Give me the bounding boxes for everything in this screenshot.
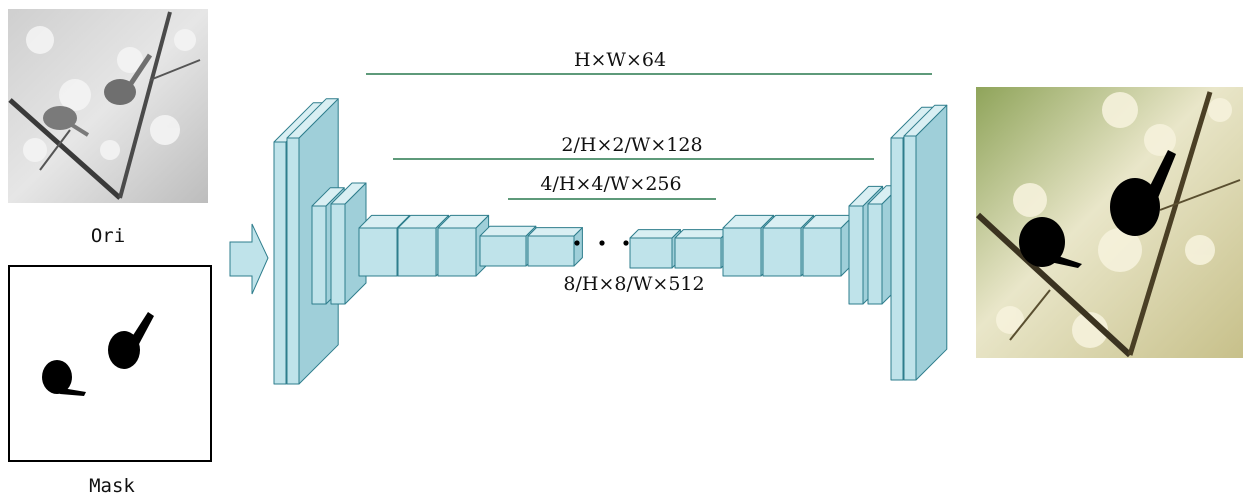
encoder-level2-map-b-front: [331, 204, 345, 304]
encoder-level4-map-b-front: [528, 236, 574, 266]
decoder-level4-map-a: [630, 230, 680, 268]
original-image: [8, 9, 208, 203]
decoder-level2-map-b-front: [868, 204, 882, 304]
dim-label-level2: 2/H×2/W×128: [561, 134, 702, 156]
encoder-level4-map-a-front: [480, 236, 526, 266]
encoder-level4-map-b-top: [528, 228, 582, 236]
encoder-level4-map-b: [528, 228, 582, 266]
encoder-level4-map-a: [480, 226, 536, 266]
encoder-level1-map-a-front: [274, 142, 286, 384]
mask-label: Mask: [89, 475, 135, 497]
decoder-level3-map-c: [803, 215, 854, 276]
dim-label-level4: 8/H×8/W×512: [563, 273, 704, 295]
input-arrow-icon: [230, 224, 268, 294]
decoder-level2-map-a-front: [849, 206, 863, 304]
decoder-level4-map-a-top: [630, 230, 680, 238]
decoder-level1-map-a-front: [891, 138, 903, 380]
output-image: [976, 87, 1243, 358]
decoder-level3-map-c-front: [803, 228, 841, 276]
decoder-level4-map-b: [675, 230, 729, 268]
encoder-level3-map-a-front: [359, 228, 397, 276]
decoder-level1-map-b: [904, 105, 947, 380]
dim-label-level1: H×W×64: [574, 49, 666, 71]
encoder-level3-map-c-front: [438, 228, 476, 276]
original-label: Ori: [91, 225, 125, 247]
decoder-level4-map-b-top: [675, 230, 729, 238]
decoder-level3-map-b-front: [763, 228, 801, 276]
mask-image: [9, 266, 211, 461]
encoder-level4-map-a-top: [480, 226, 536, 236]
decoder-level1-map-b-front: [904, 136, 916, 380]
encoder-level2-map-a-front: [312, 206, 326, 304]
decoder-level3-map-a-front: [723, 228, 761, 276]
dim-label-level3: 4/H×4/W×256: [540, 173, 681, 195]
encoder-level1-map-b-front: [287, 138, 299, 384]
decoder-level1-map-b-side: [916, 105, 947, 380]
encoder-level3-map-b-front: [398, 228, 436, 276]
decoder-level4-map-b-front: [675, 238, 721, 268]
decoder-level4-map-a-front: [630, 238, 672, 268]
